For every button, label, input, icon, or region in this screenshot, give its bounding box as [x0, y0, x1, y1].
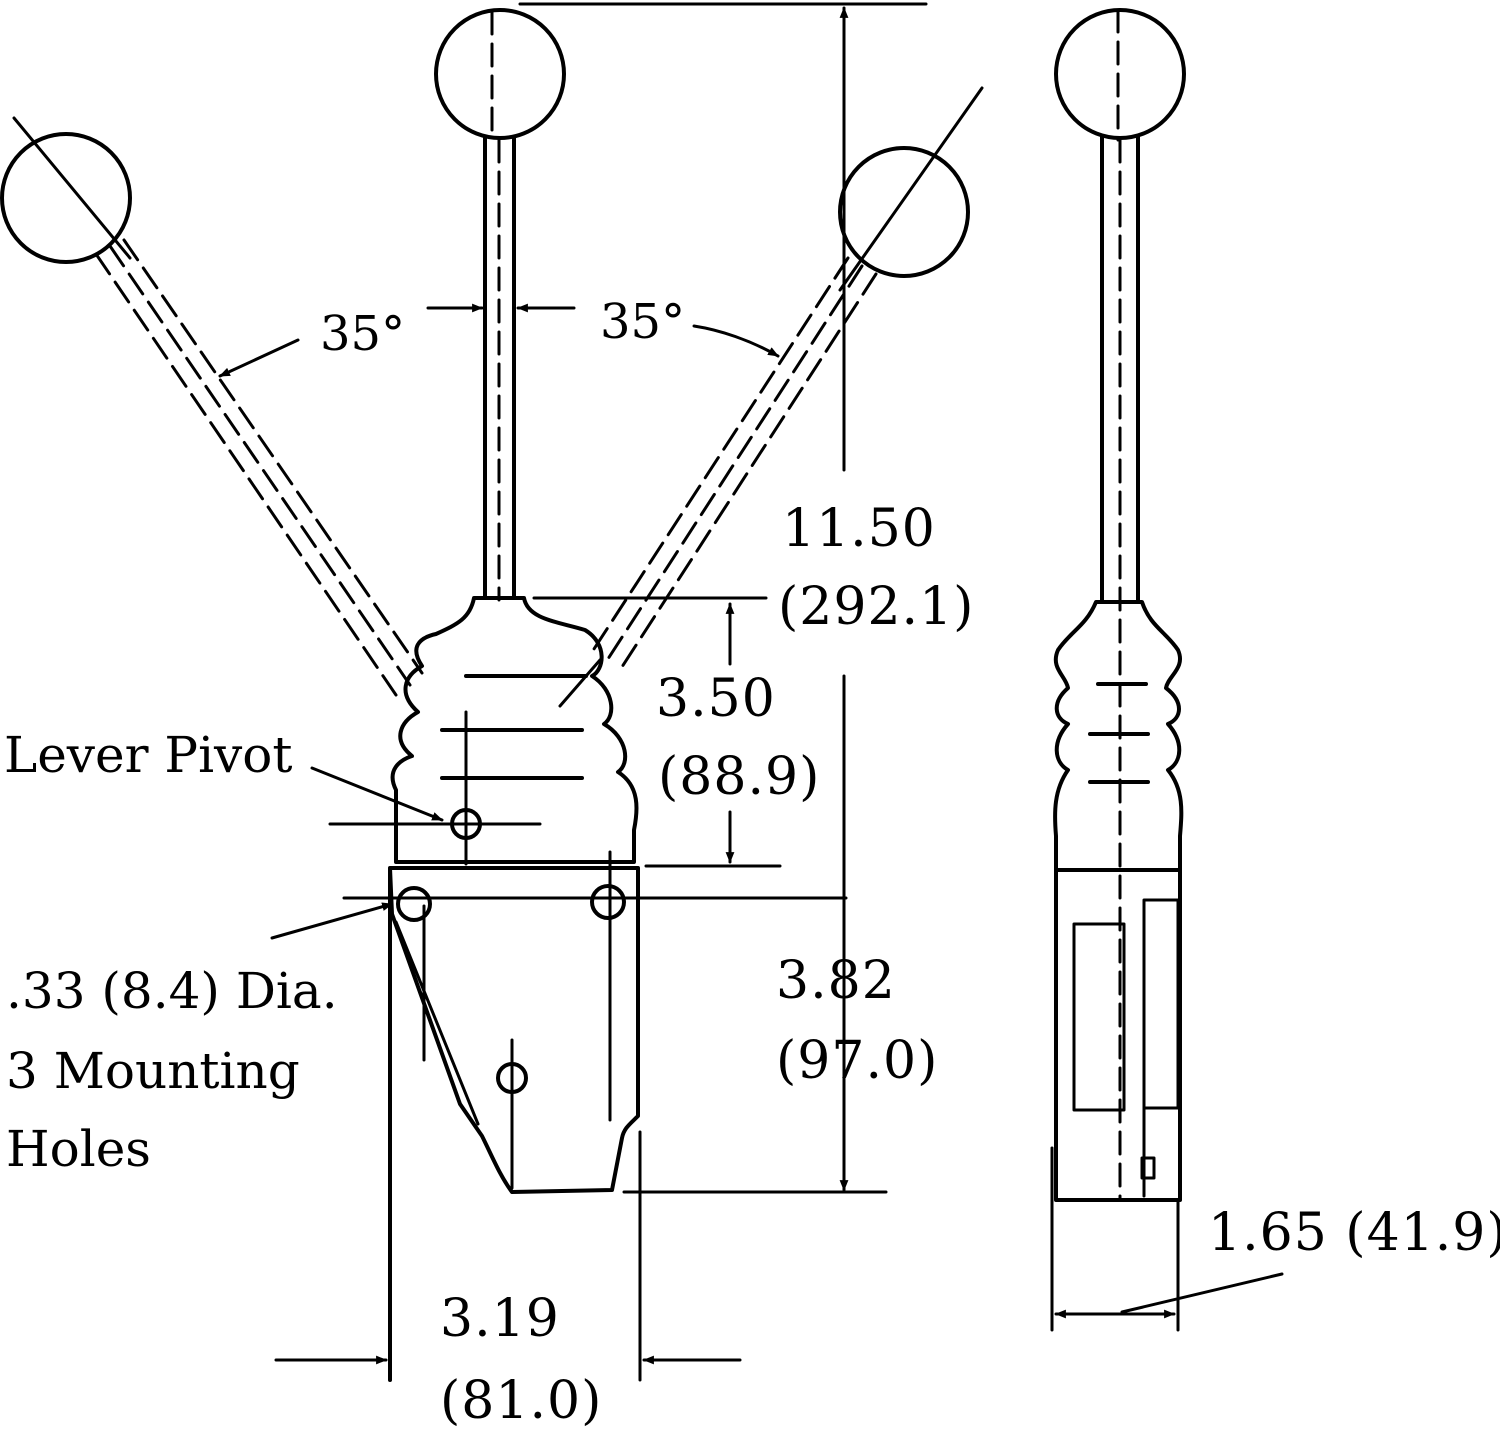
- hole-dia-label: .33 (8.4) Dia.: [6, 962, 338, 1020]
- boot-height-mm: (88.9): [658, 747, 820, 807]
- front-view: [0, 8, 984, 1382]
- lever-pivot-label: Lever Pivot: [4, 726, 293, 784]
- side-view: [1053, 8, 1186, 1202]
- base-width-dim: [274, 1130, 742, 1382]
- base-height-dim: [622, 896, 888, 1194]
- overall-height-in: 11.50: [782, 499, 936, 559]
- mounting-holes-label-2: Holes: [6, 1120, 151, 1178]
- base-bracket: [388, 866, 640, 1194]
- mounting-hole-1: [396, 886, 432, 922]
- mounting-holes-label-1: 3 Mounting: [6, 1042, 300, 1100]
- overall-height-mm: (292.1): [778, 577, 974, 637]
- rubber-boot: [390, 596, 639, 864]
- base-width-in: 3.19: [440, 1289, 560, 1349]
- center-shaft: [483, 136, 516, 602]
- side-base: [1054, 868, 1182, 1202]
- left-angle-label: 35°: [320, 306, 405, 362]
- side-width-dim: [1050, 1146, 1284, 1332]
- left-tilted-lever: [0, 116, 424, 697]
- center-knob: [434, 8, 566, 140]
- boot-height-in: 3.50: [656, 669, 776, 729]
- right-angle-label: 35°: [600, 294, 685, 350]
- leader-lines: [270, 766, 444, 940]
- mounting-hole-2: [590, 884, 626, 920]
- side-knob: [1054, 8, 1186, 140]
- angle-arrows: [218, 303, 780, 378]
- base-width-mm: (81.0): [440, 1371, 602, 1431]
- boot-height-dim: [644, 602, 782, 868]
- right-tilted-lever: [558, 86, 984, 708]
- base-height-in: 3.82: [776, 951, 896, 1011]
- base-height-mm: (97.0): [776, 1031, 938, 1091]
- overall-height-dim: [518, 2, 928, 1192]
- side-width-label: 1.65 (41.9): [1208, 1203, 1500, 1263]
